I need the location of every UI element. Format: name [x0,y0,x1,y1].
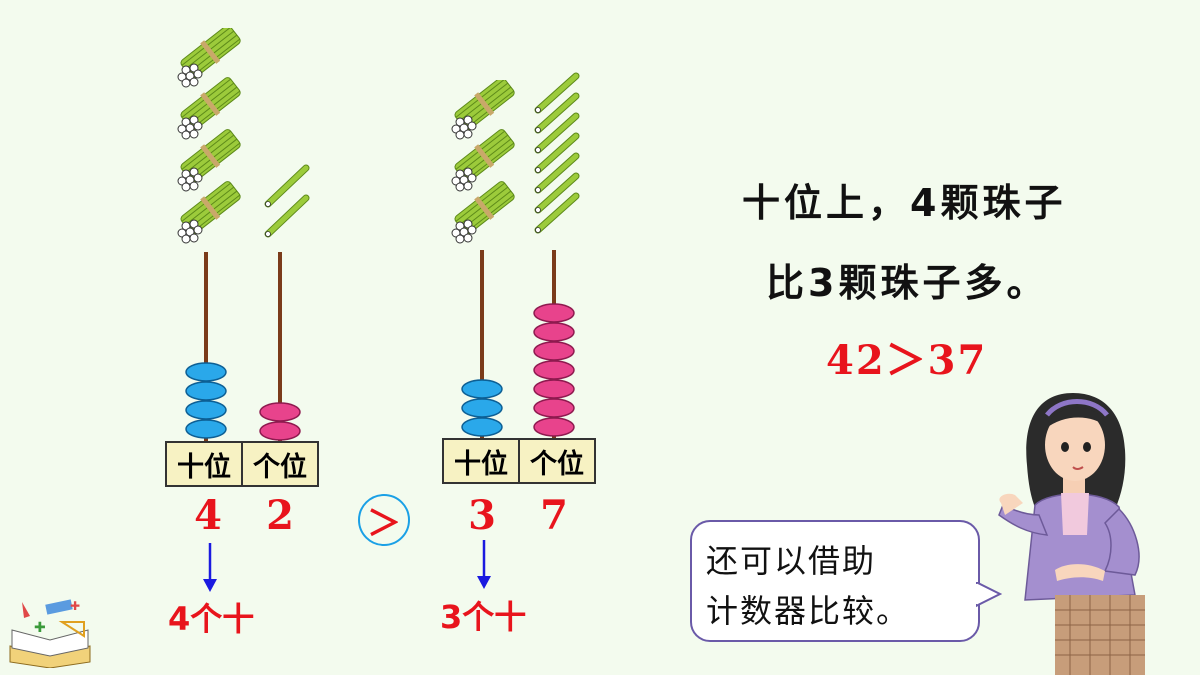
left-place-label-box: 十位 个位 [165,441,319,487]
statement-line-2: 比3颗珠子多。 [766,261,1049,305]
tens-place-label: 十位 [177,451,231,483]
left-ones-digit: 2 [266,492,294,539]
right-ones-digit: 7 [540,492,568,539]
left-ones-beads [259,402,301,441]
single-stick-icon [264,164,310,208]
down-arrow-icon [477,540,491,589]
right-tens-digit: 3 [468,492,496,539]
single-stick-icon [534,172,580,214]
right-place-label-box: 十位 个位 [442,438,596,484]
bundle-of-ten-sticks-icon [451,80,518,140]
single-stick-icon [534,72,580,114]
single-stick-icon [534,112,580,154]
single-stick-icon [534,132,580,174]
single-stick-icon [264,194,310,238]
single-stick-icon [534,192,580,234]
statement-line-1: 十位上，4颗珠子 [742,181,1067,225]
single-stick-icon [534,92,580,134]
single-stick-icon [534,152,580,194]
speech-line-1: 还可以借助 [706,542,877,580]
ones-place-label: 个位 [518,440,594,482]
teacher-illustration [998,393,1145,675]
right-single-sticks [534,72,580,234]
right-abacus-frame [461,250,575,445]
right-tens-beads [461,379,503,437]
speech-bubble-tail [976,582,1002,608]
left-abacus-frame [185,252,301,445]
left-tens-count: 4个十 [168,600,255,638]
speech-bubble: 还可以借助 计数器比较。 [690,520,980,642]
right-tens-count: 3个十 [440,598,527,636]
ones-place-label: 个位 [241,443,317,485]
svg-text:✚: ✚ [70,599,80,613]
left-single-sticks [264,164,310,238]
down-arrow-icon [203,543,217,592]
left-tens-digit: 4 [194,492,222,539]
comparison-result: 42＞37 [826,337,988,384]
tens-place-label: 十位 [454,448,508,480]
speech-line-2: 计数器比较。 [706,592,911,630]
svg-text:✚: ✚ [34,620,46,636]
comparison-symbol: ＞ [358,494,410,546]
left-bundles-svg [177,28,244,244]
bundle-of-ten-sticks-icon [177,28,244,88]
left-tens-beads [185,362,227,439]
right-bundles-svg [451,80,518,244]
right-ones-beads [533,303,575,437]
math-book-icon: ✚ ✚ [9,599,91,668]
